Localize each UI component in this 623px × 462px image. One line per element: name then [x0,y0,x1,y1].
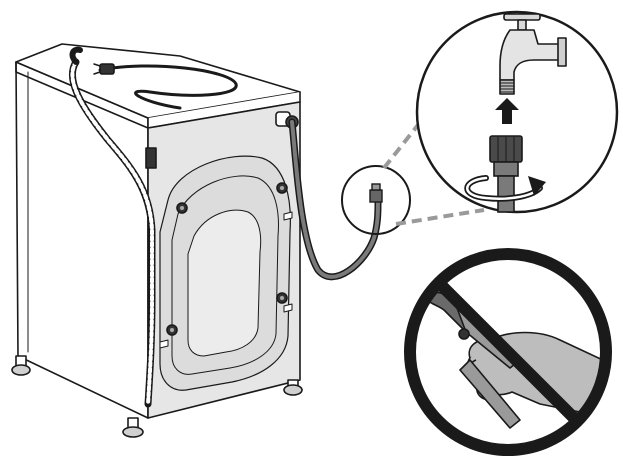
machine-foot [122,417,144,438]
power-cord [98,64,238,110]
machine-side-panel [15,61,149,419]
transport-bolt [276,292,288,304]
leader-line-bottom [395,208,485,226]
arrow-up-icon [495,98,519,124]
hose-connector-nut [369,183,383,203]
water-tap-icon [499,13,567,95]
transport-bolt [166,324,178,336]
transport-bolt [276,182,288,194]
tap-hose-segment [497,175,515,213]
transport-bolt [176,202,188,214]
inlet-hose [288,118,382,281]
no-pliers-icon [404,248,612,456]
tap-detail-panel [415,10,619,214]
rotation-arrow-icon [464,175,546,202]
detail-magnifier-circle [341,165,411,235]
machine-foot [283,379,303,396]
connector-nut-icon [489,135,523,177]
machine-foot [11,355,31,376]
machine-top [15,43,301,119]
prohibition-slash [433,277,583,427]
washing-machine-rear-icon [11,43,303,438]
power-plug [99,63,115,75]
